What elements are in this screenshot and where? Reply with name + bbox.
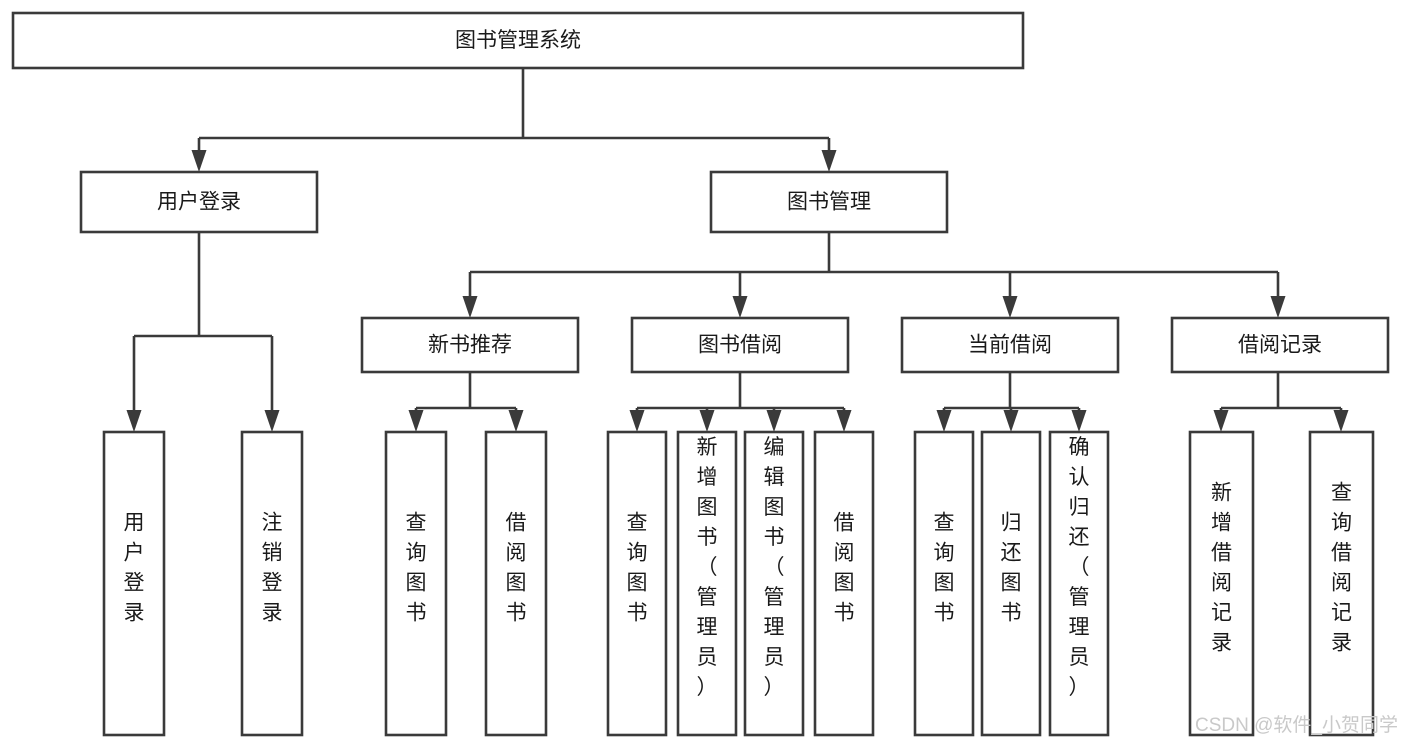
connector-group-root	[191, 68, 837, 172]
arrow-head-icon	[936, 410, 952, 432]
arrow-head-icon	[126, 410, 142, 432]
node-leaf-query-book-borrow[interactable]: 查询图书	[606, 430, 668, 737]
node-box-leaf-add-book[interactable]	[676, 430, 738, 737]
node-box-current-borrow[interactable]	[900, 316, 1120, 374]
node-box-leaf-borrow-book[interactable]	[813, 430, 875, 737]
node-box-leaf-return-book[interactable]	[980, 430, 1042, 737]
connector-group-borrow-record	[1213, 372, 1349, 432]
node-label-new-book-recommend: 新书推荐	[428, 334, 512, 357]
node-label-leaf-query-book-borrow: 查询图书	[627, 512, 648, 625]
node-label-current-borrow: 当前借阅	[968, 334, 1052, 357]
node-label-leaf-logout: 注销登录	[262, 512, 283, 625]
node-label-leaf-query-borrow-record: 查询借阅记录	[1331, 482, 1352, 655]
node-box-user-login[interactable]	[79, 170, 319, 234]
arrow-head-icon	[1213, 410, 1229, 432]
node-label-book-borrow: 图书借阅	[698, 334, 782, 357]
node-label-user-login: 用户登录	[157, 191, 241, 214]
arrow-head-icon	[821, 150, 837, 172]
node-label-borrow-record: 借阅记录	[1238, 334, 1322, 357]
node-leaf-borrow-book-recommend[interactable]: 借阅图书	[484, 430, 548, 737]
node-current-borrow[interactable]: 当前借阅	[900, 316, 1120, 374]
node-leaf-edit-book[interactable]: 编辑图书（管理员）	[743, 430, 805, 737]
arrow-head-icon	[1333, 410, 1349, 432]
node-leaf-borrow-book[interactable]: 借阅图书	[813, 430, 875, 737]
node-box-book-borrow[interactable]	[630, 316, 850, 374]
node-leaf-return-book[interactable]: 归还图书	[980, 430, 1042, 737]
node-box-leaf-edit-book[interactable]	[743, 430, 805, 737]
node-label-leaf-query-book-recommend: 查询图书	[406, 512, 427, 625]
node-box-leaf-query-borrow-record[interactable]	[1308, 430, 1375, 737]
connector-group-book-manage	[462, 232, 1286, 318]
node-box-leaf-user-login[interactable]	[102, 430, 166, 737]
node-new-book-recommend[interactable]: 新书推荐	[360, 316, 580, 374]
arrow-head-icon	[766, 410, 782, 432]
arrow-head-icon	[629, 410, 645, 432]
node-layer: 图书管理系统用户登录图书管理新书推荐图书借阅当前借阅借阅记录用户登录注销登录查询…	[11, 11, 1390, 737]
node-borrow-record[interactable]: 借阅记录	[1170, 316, 1390, 374]
arrow-head-icon	[508, 410, 524, 432]
arrow-head-icon	[408, 410, 424, 432]
arrow-head-icon	[191, 150, 207, 172]
arrow-head-icon	[1270, 296, 1286, 318]
node-leaf-logout[interactable]: 注销登录	[240, 430, 304, 737]
node-box-leaf-query-book-current[interactable]	[913, 430, 975, 737]
arrow-head-icon	[1071, 410, 1087, 432]
node-book-borrow[interactable]: 图书借阅	[630, 316, 850, 374]
node-leaf-add-borrow-record[interactable]: 新增借阅记录	[1188, 430, 1255, 737]
node-label-root: 图书管理系统	[455, 29, 581, 52]
node-label-leaf-return-book: 归还图书	[1001, 512, 1022, 625]
arrow-head-icon	[264, 410, 280, 432]
node-label-leaf-query-book-current: 查询图书	[934, 512, 955, 625]
node-leaf-query-borrow-record[interactable]: 查询借阅记录	[1308, 430, 1375, 737]
node-book-manage[interactable]: 图书管理	[709, 170, 949, 234]
node-leaf-query-book-current[interactable]: 查询图书	[913, 430, 975, 737]
connector-group-book-borrow	[629, 372, 852, 432]
arrow-head-icon	[1002, 296, 1018, 318]
connector-layer	[126, 68, 1349, 432]
arrow-head-icon	[1003, 410, 1019, 432]
arrow-head-icon	[462, 296, 478, 318]
connector-group-current-borrow	[936, 372, 1087, 432]
node-box-leaf-logout[interactable]	[240, 430, 304, 737]
node-label-leaf-user-login: 用户登录	[124, 512, 145, 625]
node-leaf-user-login[interactable]: 用户登录	[102, 430, 166, 737]
node-box-borrow-record[interactable]	[1170, 316, 1390, 374]
connector-group-user-login	[126, 232, 280, 432]
csdn-watermark: CSDN @软件_小贺同学	[1195, 714, 1398, 736]
node-leaf-add-book[interactable]: 新增图书（管理员）	[676, 430, 738, 737]
node-label-leaf-add-book: 新增图书（管理员）	[697, 436, 718, 699]
arrow-head-icon	[836, 410, 852, 432]
node-label-leaf-confirm-return: 确认归还（管理员）	[1069, 436, 1090, 699]
node-box-leaf-add-borrow-record[interactable]	[1188, 430, 1255, 737]
node-box-leaf-query-book-borrow[interactable]	[606, 430, 668, 737]
node-box-leaf-borrow-book-recommend[interactable]	[484, 430, 548, 737]
node-box-leaf-query-book-recommend[interactable]	[384, 430, 448, 737]
arrow-head-icon	[732, 296, 748, 318]
node-label-leaf-borrow-book: 借阅图书	[834, 512, 855, 625]
connector-group-new-book-recommend	[408, 372, 524, 432]
node-box-book-manage[interactable]	[709, 170, 949, 234]
node-label-leaf-add-borrow-record: 新增借阅记录	[1211, 482, 1232, 655]
node-user-login[interactable]: 用户登录	[79, 170, 319, 234]
node-label-leaf-edit-book: 编辑图书（管理员）	[764, 436, 785, 699]
node-leaf-query-book-recommend[interactable]: 查询图书	[384, 430, 448, 737]
node-label-leaf-borrow-book-recommend: 借阅图书	[506, 512, 527, 625]
node-leaf-confirm-return[interactable]: 确认归还（管理员）	[1048, 430, 1110, 737]
node-box-leaf-confirm-return[interactable]	[1048, 430, 1110, 737]
node-root[interactable]: 图书管理系统	[11, 11, 1025, 70]
node-box-new-book-recommend[interactable]	[360, 316, 580, 374]
arrow-head-icon	[699, 410, 715, 432]
node-label-book-manage: 图书管理	[787, 191, 871, 214]
node-box-root[interactable]	[11, 11, 1025, 70]
